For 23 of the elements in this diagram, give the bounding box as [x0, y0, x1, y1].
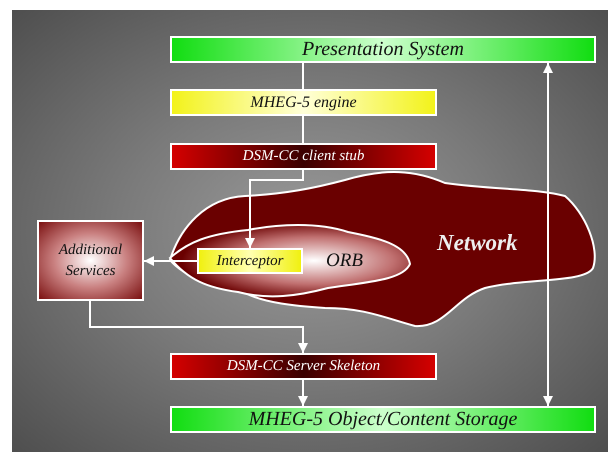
connector-line: [302, 116, 304, 143]
arrow: [543, 63, 553, 406]
box-label: Interceptor: [216, 252, 284, 270]
cloud-label: ORB: [326, 250, 363, 272]
box-label: MHEG-5 Object/Content Storage: [248, 408, 518, 431]
box-label: Additional Services: [57, 241, 124, 280]
engine-bar: [170, 89, 437, 116]
arrow: [298, 380, 308, 406]
arrow: [89, 301, 308, 353]
arrow: [144, 256, 197, 266]
box-label: DSM-CC Server Skeleton: [226, 358, 380, 375]
services-box: [37, 220, 144, 301]
skeleton-bar: [170, 353, 437, 380]
box-label: Presentation System: [302, 38, 464, 61]
storage-bar: [170, 406, 596, 433]
system-bar: [170, 36, 596, 63]
cloud-label: Network: [437, 230, 518, 256]
arrow: [245, 170, 304, 248]
interceptor-box: [197, 248, 303, 274]
box-label: DSM-CC client stub: [242, 148, 364, 165]
stub-bar: [170, 143, 437, 170]
connector-line: [302, 63, 304, 89]
box-label: MHEG-5 engine: [250, 94, 357, 112]
